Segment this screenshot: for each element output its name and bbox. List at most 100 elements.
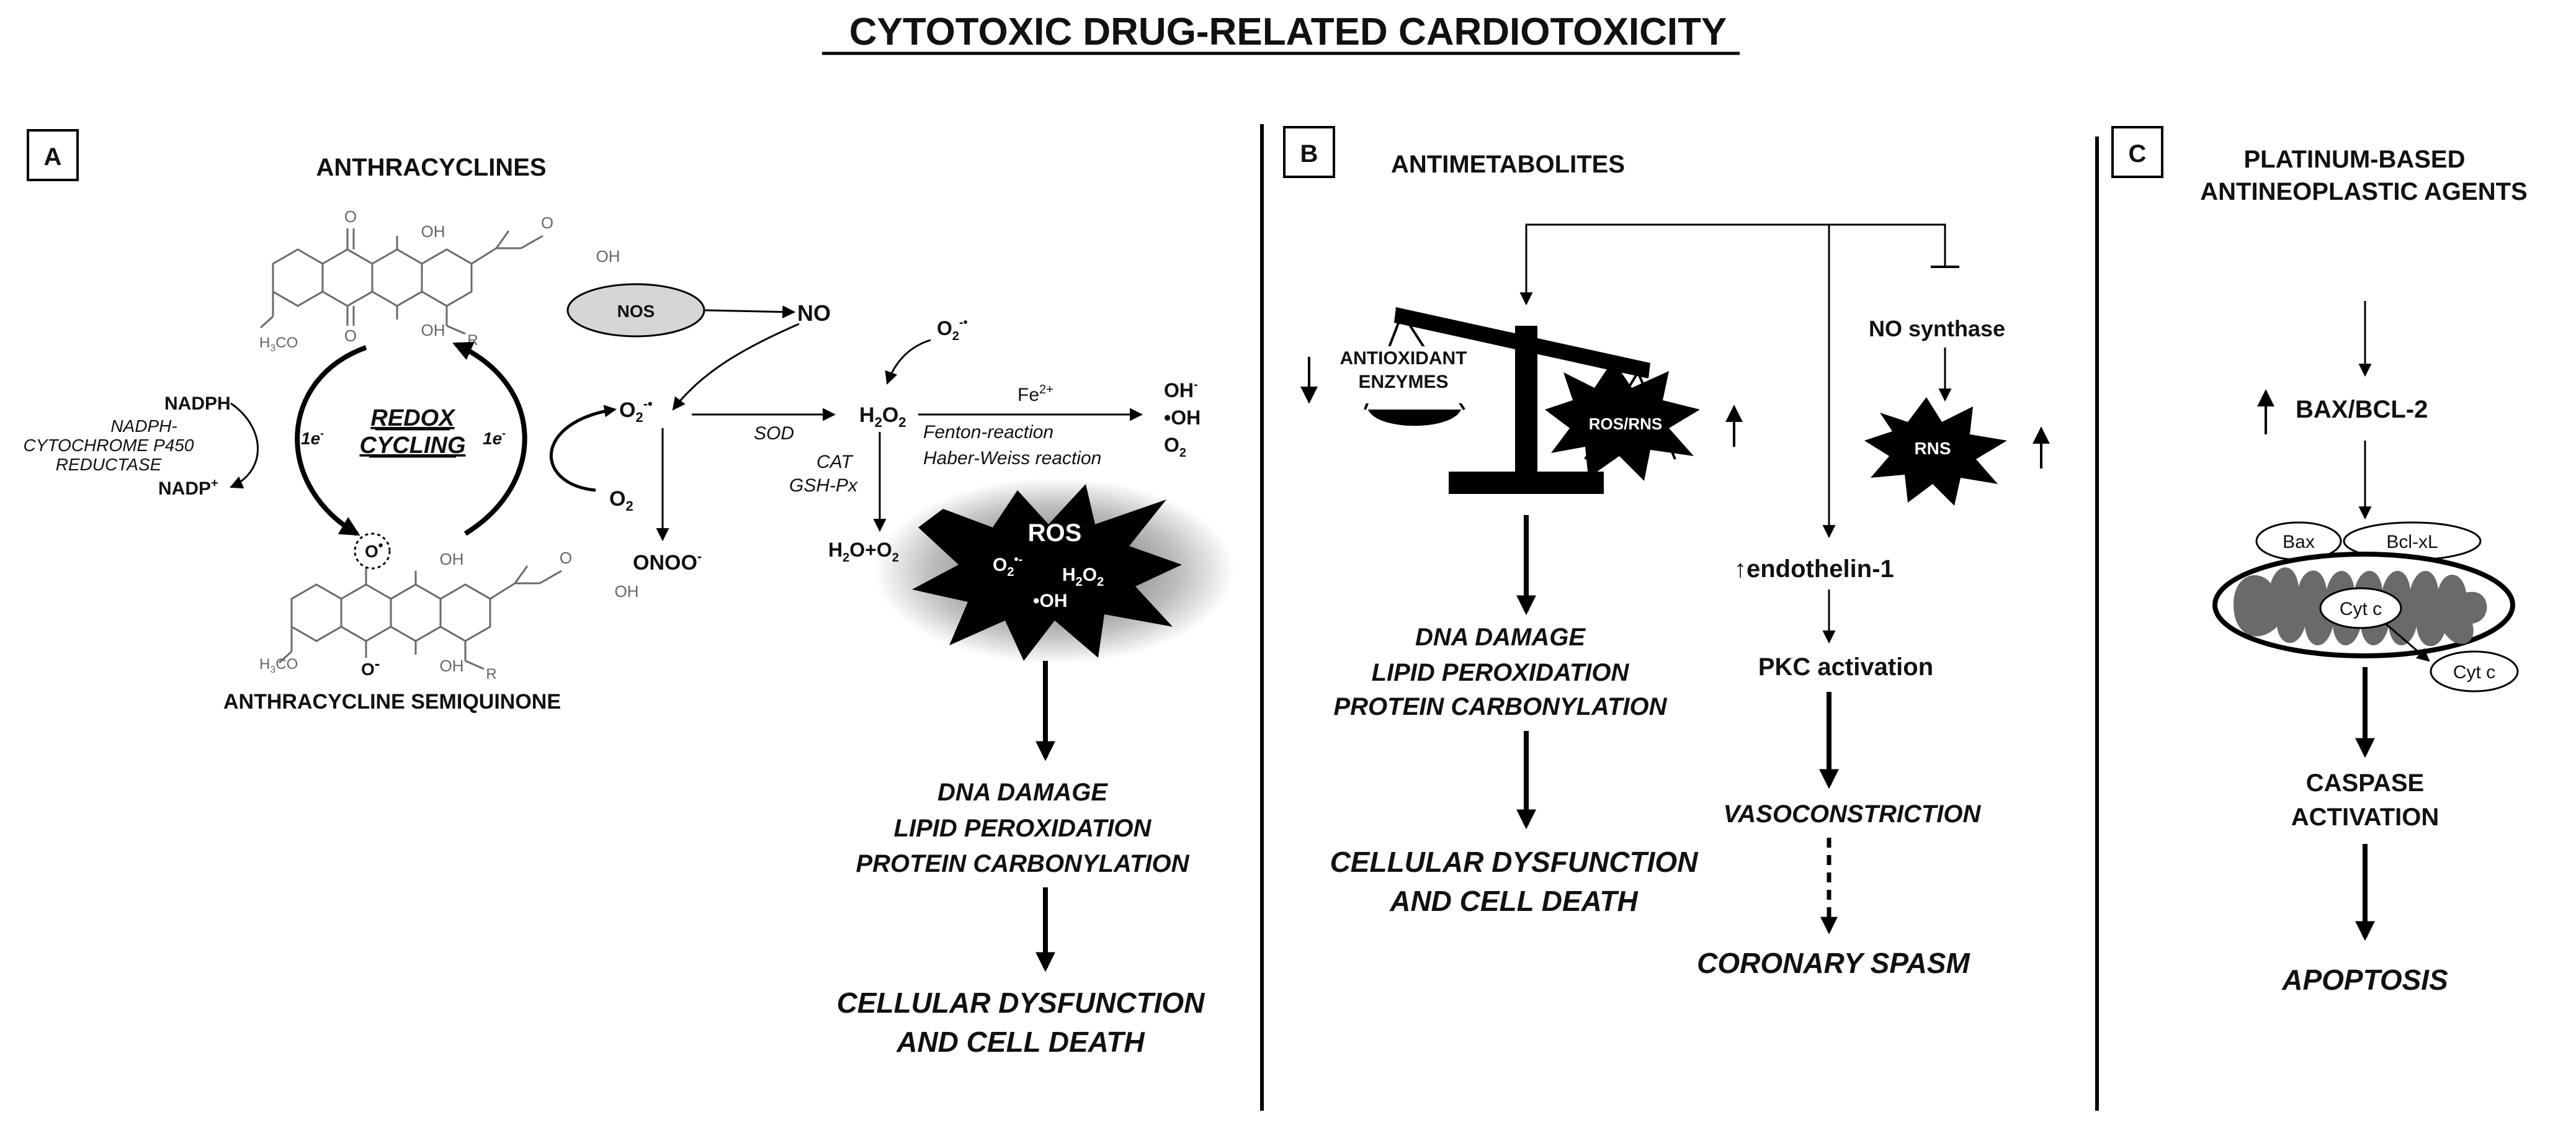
bclxl-label: Bcl-xL [2386, 532, 2438, 552]
mol-top-side-oh: OH [596, 247, 620, 266]
enzyme-line-1: NADPH- [110, 416, 177, 436]
panel-b-letter: B [1300, 140, 1318, 168]
a-death-line-2: AND CELL DEATH [896, 1026, 1145, 1058]
no-to-superoxide-arrow [672, 323, 800, 411]
product-hydroxyl-radical: •OH [1164, 406, 1201, 429]
superoxide-label: O2-• [619, 396, 653, 425]
mol-bottom-r-group: R [486, 666, 496, 683]
panel-b: B ANTIMETABOLITES ANTIOXIDANT ENZYMES RO… [1283, 126, 2050, 979]
ros-burst-shape [912, 484, 1182, 661]
antioxidant-label-bg [1329, 346, 1481, 403]
panel-a: A ANTHRACYCLINES O OH OH O OH [24, 129, 1235, 1058]
cytc-outer-label: Cyt c [2453, 662, 2495, 683]
semiquinone-molecule: O• OH OH O- OH H3CO O R [259, 532, 639, 683]
semiquinone-label: ANTHRACYCLINE SEMIQUINONE [223, 690, 561, 714]
cytc-release-arrow [2385, 622, 2430, 662]
superoxide-top-label: O2-• [937, 316, 968, 343]
pkc-label: PKC activation [1758, 653, 1933, 681]
b-death-line-1: CELLULAR DYSFUNCTION [1330, 846, 1699, 878]
ros-burst-title: ROS [1028, 519, 1082, 547]
nos-label: NOS [617, 302, 655, 321]
apoptosis-label: APOPTOSIS [2281, 964, 2448, 996]
nos-to-no-arrow [704, 305, 796, 319]
mol-bottom-radical-o: O• [365, 537, 383, 561]
mol-bottom-ketone-o: O [560, 549, 572, 567]
o2-label: O2 [609, 487, 633, 514]
panel-c: C PLATINUM-BASED ANTINEOPLASTIC AGENTS B… [2111, 126, 2528, 996]
o2-to-superoxide-arrow [549, 405, 617, 492]
panel-a-heading: ANTHRACYCLINES [316, 154, 546, 181]
ros-rns-label: ROS/RNS [1589, 415, 1662, 433]
mol-bottom-side-oh: OH [615, 582, 639, 601]
spasm-label: CORONARY SPASM [1697, 947, 1970, 979]
radical-dotted-circle [354, 532, 391, 570]
mol-top-carbonyl-o-2: O [344, 326, 357, 345]
ros-burst-hydroxyl: •OH [1033, 591, 1068, 611]
b-damage-line-2: LIPID PEROXIDATION [1372, 659, 1630, 686]
ros-burst-superoxide: O2•- [993, 553, 1022, 579]
cytc-inner-label: Cyt c [2340, 599, 2382, 619]
rns-star [1864, 397, 2007, 506]
cytc-inner-oval [2319, 587, 2402, 629]
panel-c-letter: C [2129, 140, 2147, 168]
fenton-label: Fenton-reaction [923, 422, 1053, 442]
panel-c-letter-box [2111, 126, 2163, 178]
haber-label: Haber-Weiss reaction [923, 448, 1101, 468]
redox-arrow-left [295, 345, 367, 536]
b-damage-line-3: PROTEIN CARBONYLATION [1333, 693, 1667, 720]
antioxidant-line-1: ANTIOXIDANT [1340, 348, 1467, 369]
panel-c-heading-line-1: PLATINUM-BASED [2243, 146, 2465, 173]
enzyme-line-3: REDUCTASE [56, 455, 162, 474]
cytc-outer-oval [2430, 650, 2519, 692]
b-branch-line [1525, 223, 1946, 304]
redox-label-line-1: REDOX [370, 405, 456, 431]
a-damage-line-1: DNA DAMAGE [937, 779, 1108, 806]
mol-top-ketone-o: O [541, 213, 553, 232]
endothelin-label: ↑endothelin-1 [1734, 555, 1894, 583]
bax-label: Bax [2283, 532, 2315, 552]
no-synthase-label: NO synthase [1869, 316, 2005, 341]
ros-burst-h2o2: H2O2 [1062, 565, 1104, 589]
electron-right: 1e- [483, 427, 506, 448]
sod-label: SOD [754, 423, 794, 444]
no-label: NO [797, 300, 831, 326]
gsh-label: GSH-Px [789, 475, 858, 496]
enzyme-line-2: CYTOCHROME P450 [24, 436, 194, 455]
mol-top-methoxy-h: H3CO [259, 334, 298, 354]
ros-burst: ROS O2•- H2O2 •OH [875, 478, 1235, 664]
redox-arrow-right [452, 341, 527, 536]
nadph-to-nadp-arrow [230, 402, 259, 489]
mol-top-hydroxyl-2: OH [421, 321, 445, 339]
antioxidant-line-2: ENZYMES [1358, 372, 1448, 392]
mol-top-hydroxyl-1: OH [421, 222, 445, 241]
product-oxygen: O2 [1164, 434, 1186, 460]
a-death-line-1: CELLULAR DYSFUNCTION [837, 987, 1205, 1019]
redox-label-line-2: CYCLING [360, 433, 466, 459]
panel-b-heading: ANTIMETABOLITES [1391, 151, 1625, 178]
mol-top-carbonyl-o-1: O [344, 207, 357, 226]
mol-top-r-group: R [467, 332, 478, 349]
panel-a-letter: A [44, 143, 62, 171]
anthracycline-molecule: O OH OH O OH H3CO O R [259, 207, 620, 354]
superoxide-top-arrow [885, 339, 931, 385]
a-damage-line-3: PROTEIN CARBONYLATION [856, 850, 1189, 877]
rns-label: RNS [1914, 439, 1951, 458]
product-hydroxide: OH- [1164, 378, 1198, 401]
electron-left: 1e- [301, 427, 324, 448]
mol-bottom-hydroxyl-1: OH [440, 550, 464, 568]
mol-bottom-anion-o: O- [361, 654, 380, 679]
panel-a-letter-box [27, 129, 79, 181]
a-damage-line-2: LIPID PEROXIDATION [894, 815, 1152, 842]
nadph-label: NADPH [164, 393, 231, 414]
mol-bottom-methoxy: H3CO [259, 656, 298, 675]
b-damage-line-1: DNA DAMAGE [1415, 624, 1586, 651]
panel-c-heading-line-2: ANTINEOPLASTIC AGENTS [2200, 178, 2527, 205]
bax-bcl2-label: BAX/BCL-2 [2296, 396, 2428, 423]
panel-b-letter-box [1283, 126, 1335, 178]
vaso-label: VASOCONSTRICTION [1724, 800, 1982, 828]
cat-label: CAT [816, 452, 854, 472]
caspase-line-1: CASPASE [2306, 769, 2424, 797]
caspase-line-2: ACTIVATION [2291, 804, 2440, 831]
figure-title: CYTOTOXIC DRUG-RELATED CARDIOTOXICITY [849, 11, 1727, 53]
